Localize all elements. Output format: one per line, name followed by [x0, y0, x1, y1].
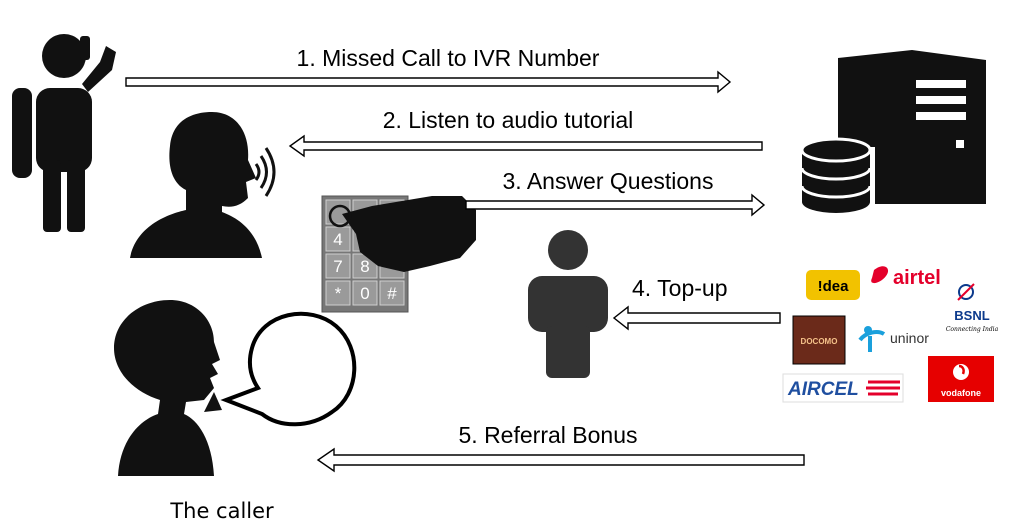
keypad-key — [325, 280, 351, 306]
vodafone-logo: vodafone — [928, 356, 994, 402]
talking-caller-head-icon — [114, 300, 357, 476]
keypad-key-label: # — [387, 284, 397, 303]
step-3-label: 3. Answer Questions — [503, 168, 714, 194]
step-4-label: 4. Top-up — [632, 275, 727, 301]
keypad-key-label: 7 — [333, 257, 342, 276]
flow-arrows — [125, 70, 805, 473]
bsnl-logo: BSNL Connecting India — [946, 283, 999, 333]
docomo-logo: DOCOMO — [792, 315, 846, 365]
step-1-label: 1. Missed Call to IVR Number — [297, 45, 600, 71]
keypad-key-label: * — [335, 284, 342, 303]
arrow-step-4 — [612, 305, 781, 331]
svg-text:airtel: airtel — [893, 267, 941, 289]
uninor-logo: uninor — [858, 326, 929, 352]
keypad-key — [352, 280, 378, 306]
svg-text:AIRCEL: AIRCEL — [787, 379, 859, 400]
keypad-key — [325, 253, 351, 279]
hand-pointer-icon — [328, 196, 476, 272]
server-database-icon — [797, 50, 986, 219]
listening-head-icon — [130, 112, 276, 258]
svg-text:Connecting India: Connecting India — [946, 326, 999, 333]
idea-logo: !dea — [806, 270, 860, 300]
svg-text:!dea: !dea — [818, 278, 850, 295]
step-2-label: 2. Listen to audio tutorial — [383, 107, 634, 133]
arrow-step-5 — [316, 447, 805, 473]
step-5-label: 5. Referral Bonus — [459, 422, 638, 448]
svg-text:vodafone: vodafone — [941, 388, 981, 398]
svg-text:uninor: uninor — [890, 330, 929, 346]
keypad-key-label: 8 — [360, 257, 369, 276]
svg-text:DOCOMO: DOCOMO — [801, 337, 838, 346]
keypad-key-label: 4 — [333, 230, 342, 249]
airtel-logo: airtel — [871, 266, 941, 289]
person-on-phone-icon — [12, 34, 116, 232]
operator-logos: !dea airtel BSNL Connecting India DOCOMO… — [782, 266, 999, 403]
keypad-key — [379, 280, 405, 306]
svg-text:BSNL: BSNL — [954, 308, 989, 323]
caller-caption: The caller — [169, 499, 274, 523]
arrow-step-2 — [288, 134, 763, 158]
arrow-step-3 — [465, 193, 766, 217]
keypad-key-label: 0 — [360, 284, 369, 303]
aircel-logo: AIRCEL — [782, 373, 904, 403]
arrow-step-1 — [125, 70, 732, 94]
recipient-person-icon — [528, 230, 608, 378]
